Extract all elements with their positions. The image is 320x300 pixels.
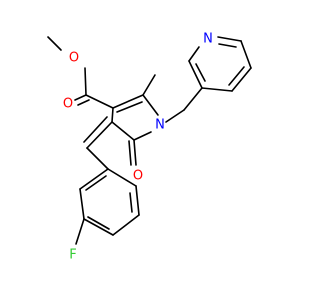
bond-phenyl-2 <box>135 185 140 216</box>
atom-n-ring: N <box>155 118 165 133</box>
bond-pyridine-1 <box>201 87 233 92</box>
bond-carbonyl-double-a <box>74 94 87 101</box>
atom-labels: O O N O N F <box>63 32 213 263</box>
bond-pyridine-5 <box>188 46 200 62</box>
bond-phenyl-5 <box>79 188 85 220</box>
bond-phenyl-inner-c <box>85 175 107 191</box>
bond-lactam-co-a <box>133 139 137 166</box>
bond-pyridine-3 <box>240 40 252 69</box>
bond-ring-n1-c5 <box>133 131 152 141</box>
bond-pyridine-6 <box>188 60 203 89</box>
bond-oxygen-carbonyl <box>84 67 87 96</box>
bond-phenyl-4 <box>83 218 114 236</box>
bond-carbonyl-ring <box>85 94 114 109</box>
bond-methyl-oxygen <box>47 36 62 51</box>
atom-fluorine: F <box>69 248 76 263</box>
bond-exocyclic-double-a <box>86 121 113 149</box>
bond-ring-c3-c2-inner <box>116 101 143 113</box>
bond-phenyl-fluorine <box>75 218 85 245</box>
bond-lactam-co-b <box>128 140 132 166</box>
bond-vinyl-phenyl <box>86 147 109 170</box>
bond-pyridine-2 <box>231 67 252 92</box>
bond-carbonyl-double-b <box>77 99 90 106</box>
bond-n-ch2 <box>165 109 185 123</box>
bond-phenyl-inner-a <box>129 192 133 213</box>
bond-ring-methyl <box>142 74 156 96</box>
bond-pyridine-inner-a <box>228 66 245 86</box>
bond-phenyl-1 <box>107 168 137 187</box>
atom-o-lactam: O <box>133 169 143 184</box>
bond-exocyclic-double-b <box>83 116 108 143</box>
atom-o-ester-carbonyl: O <box>63 97 73 112</box>
bond-pyridine-4 <box>217 36 242 42</box>
bond-pyridine-inner-b <box>218 43 237 48</box>
bond-ring-c4-c3 <box>111 107 114 123</box>
bond-ring-c3-c2 <box>112 94 144 109</box>
molecule-canvas: O O N O N F <box>47 32 252 263</box>
bond-ring-c5-c4 <box>111 121 135 141</box>
molecule-structure: O O N O N F <box>47 32 252 263</box>
bonds <box>47 36 252 245</box>
atom-n-pyridine: N <box>203 32 213 47</box>
bond-phenyl-inner-b <box>87 216 110 230</box>
bond-phenyl-6 <box>79 168 109 190</box>
bond-ring-c2-n1 <box>142 94 159 116</box>
bond-phenyl-3 <box>112 214 140 236</box>
bond-pyridine-inner-c <box>195 63 206 82</box>
atom-o-ester-ether: O <box>69 51 79 66</box>
bond-ch2-pyridine <box>183 87 203 111</box>
